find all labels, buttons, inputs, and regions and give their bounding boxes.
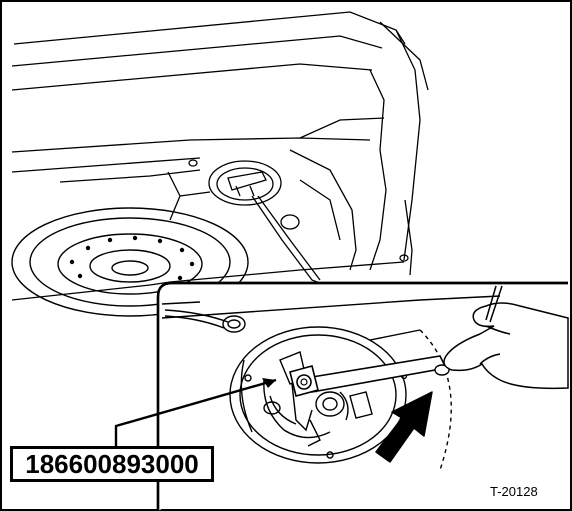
spanner-wrench-icon [289, 355, 450, 397]
figure-reference: T-20128 [490, 484, 538, 499]
hand-icon [443, 285, 569, 390]
trunk-scene [11, 11, 429, 301]
part-number-label: 186600893000 [10, 446, 214, 482]
arrow-up-icon [375, 391, 433, 463]
spare-wheel-icon [11, 207, 249, 317]
fuel-pump-flange-small [208, 160, 282, 206]
label-pointer-line [114, 378, 277, 448]
